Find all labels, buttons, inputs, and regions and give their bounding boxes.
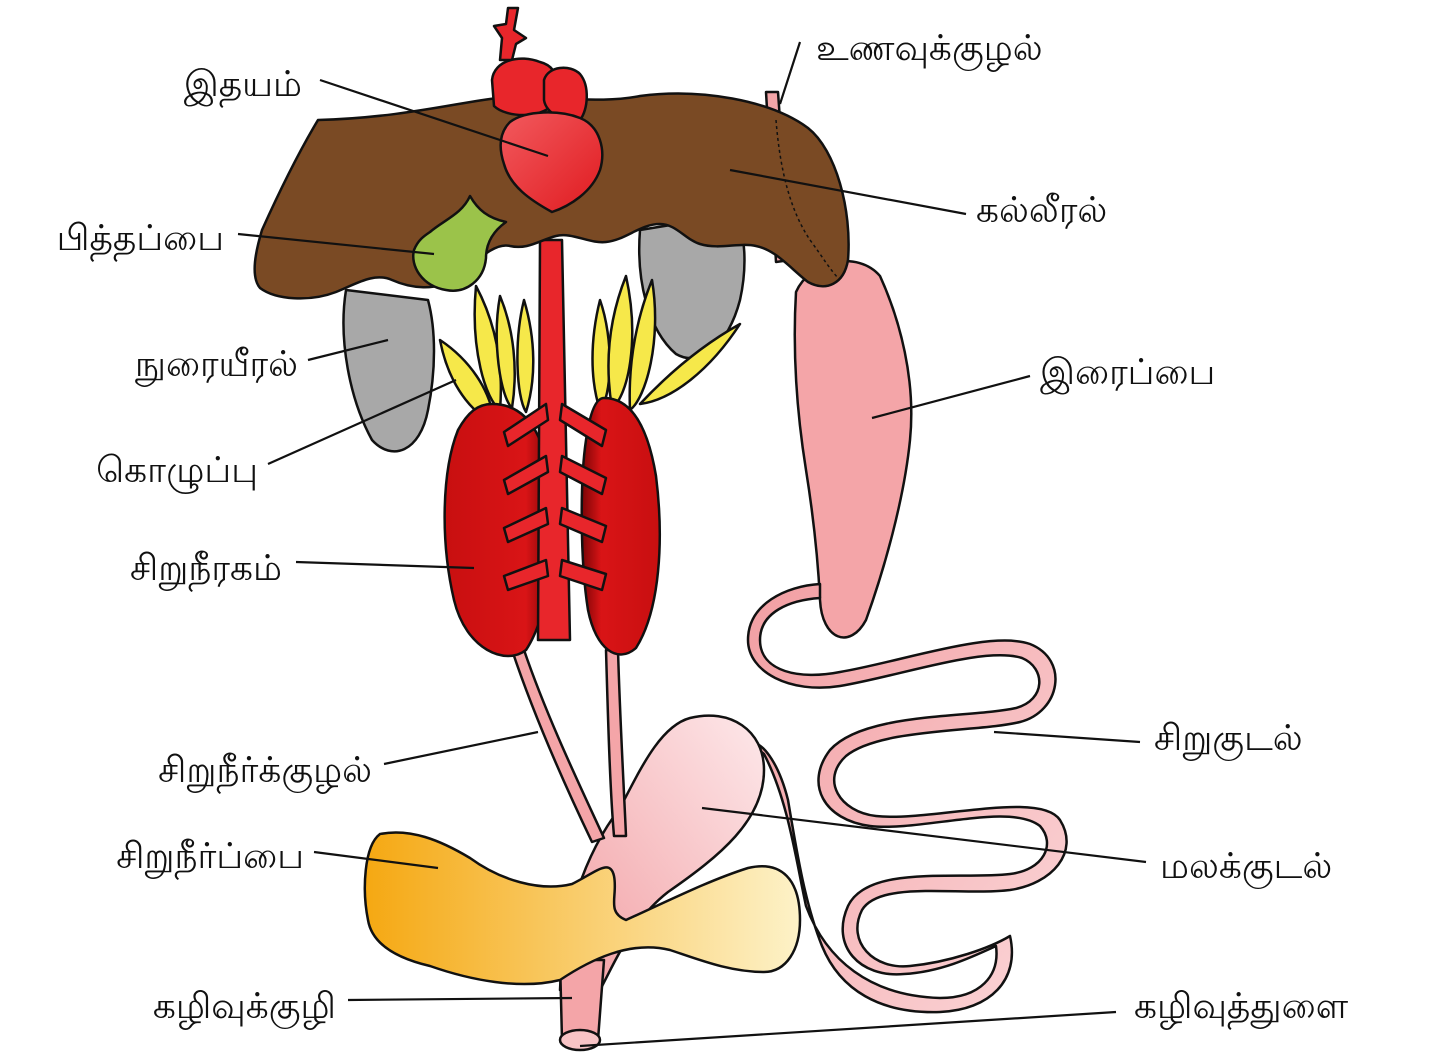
label-stomach: இரைப்பை bbox=[1040, 352, 1215, 395]
label-gallbladder: பித்தப்பை bbox=[57, 218, 224, 262]
dorsal-aorta bbox=[504, 240, 606, 640]
leader-small-intestine bbox=[994, 732, 1140, 742]
ureter-right bbox=[606, 650, 626, 836]
label-kidney: சிறுநீரகம் bbox=[130, 548, 282, 592]
leader-cloaca bbox=[348, 998, 572, 1000]
lung-left bbox=[344, 290, 434, 451]
stomach bbox=[795, 261, 912, 637]
label-cloaca: கழிவுக்குழி bbox=[153, 986, 336, 1030]
label-heart: இதயம் bbox=[184, 64, 302, 108]
label-esophagus: உணவுக்குழல் bbox=[816, 28, 1043, 72]
cloacal-opening-shape bbox=[560, 1030, 600, 1050]
label-liver: கல்லீரல் bbox=[976, 190, 1107, 231]
label-lung: நுரையீரல் bbox=[135, 344, 298, 387]
leader-esophagus bbox=[780, 42, 800, 104]
label-fat-body: கொழுப்பு bbox=[96, 450, 258, 494]
label-large-intestine: மலக்குடல் bbox=[1160, 846, 1332, 889]
label-ureter: சிறுநீர்க்குழல் bbox=[158, 750, 372, 794]
leader-ureter bbox=[384, 732, 538, 764]
ureter-left bbox=[512, 650, 604, 842]
label-small-intestine: சிறுகுடல் bbox=[1154, 718, 1303, 761]
label-cloacal-opening: கழிவுத்துளை bbox=[1134, 986, 1349, 1030]
fat-body-left bbox=[440, 286, 533, 420]
label-bladder: சிறுநீர்ப்பை bbox=[116, 836, 304, 880]
leader-cloacal-opening bbox=[580, 1012, 1116, 1046]
urinary-bladder bbox=[365, 832, 800, 984]
